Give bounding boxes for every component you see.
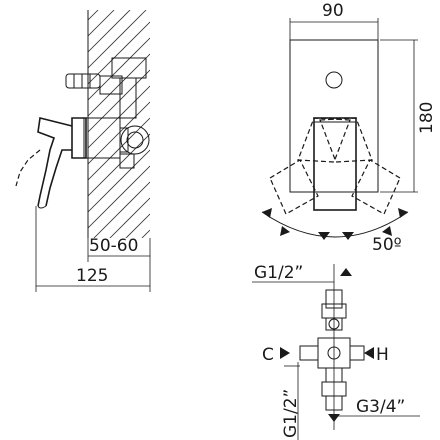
wall-hatching [88, 10, 150, 238]
projection-label: 125 [76, 266, 108, 286]
lever-handle [15, 117, 87, 209]
valve-body [65, 57, 150, 169]
height-label: 180 [417, 102, 437, 134]
rotation-angle-label: 50º [372, 235, 402, 255]
handle-front [313, 117, 357, 211]
connection-view: G1/2” C H G1/2” G3/4” [252, 263, 420, 440]
top-thread-label: G1/2” [254, 263, 303, 283]
bottom-left-thread-label: G1/2” [281, 389, 301, 438]
handle-rotation-ghost [269, 117, 401, 215]
diverter-button [325, 71, 343, 89]
cold-arrow [280, 347, 290, 359]
front-view: 90 180 50º [261, 1, 437, 255]
wall-depth-label: 50-60 [89, 236, 138, 256]
top-arrow [340, 268, 352, 276]
width-label: 90 [322, 1, 344, 21]
dim-wall-depth: 50-60 [87, 236, 151, 262]
bottom-right-thread-label: G3/4” [356, 397, 405, 417]
hot-arrow [364, 347, 374, 359]
cold-label: C [262, 345, 274, 365]
dim-projection: 125 [35, 206, 151, 292]
hot-label: H [376, 345, 389, 365]
side-view: 50-60 125 [15, 10, 151, 292]
rotation-arc [261, 208, 409, 240]
bottom-arrow [328, 414, 340, 422]
cover-plate [289, 39, 379, 193]
